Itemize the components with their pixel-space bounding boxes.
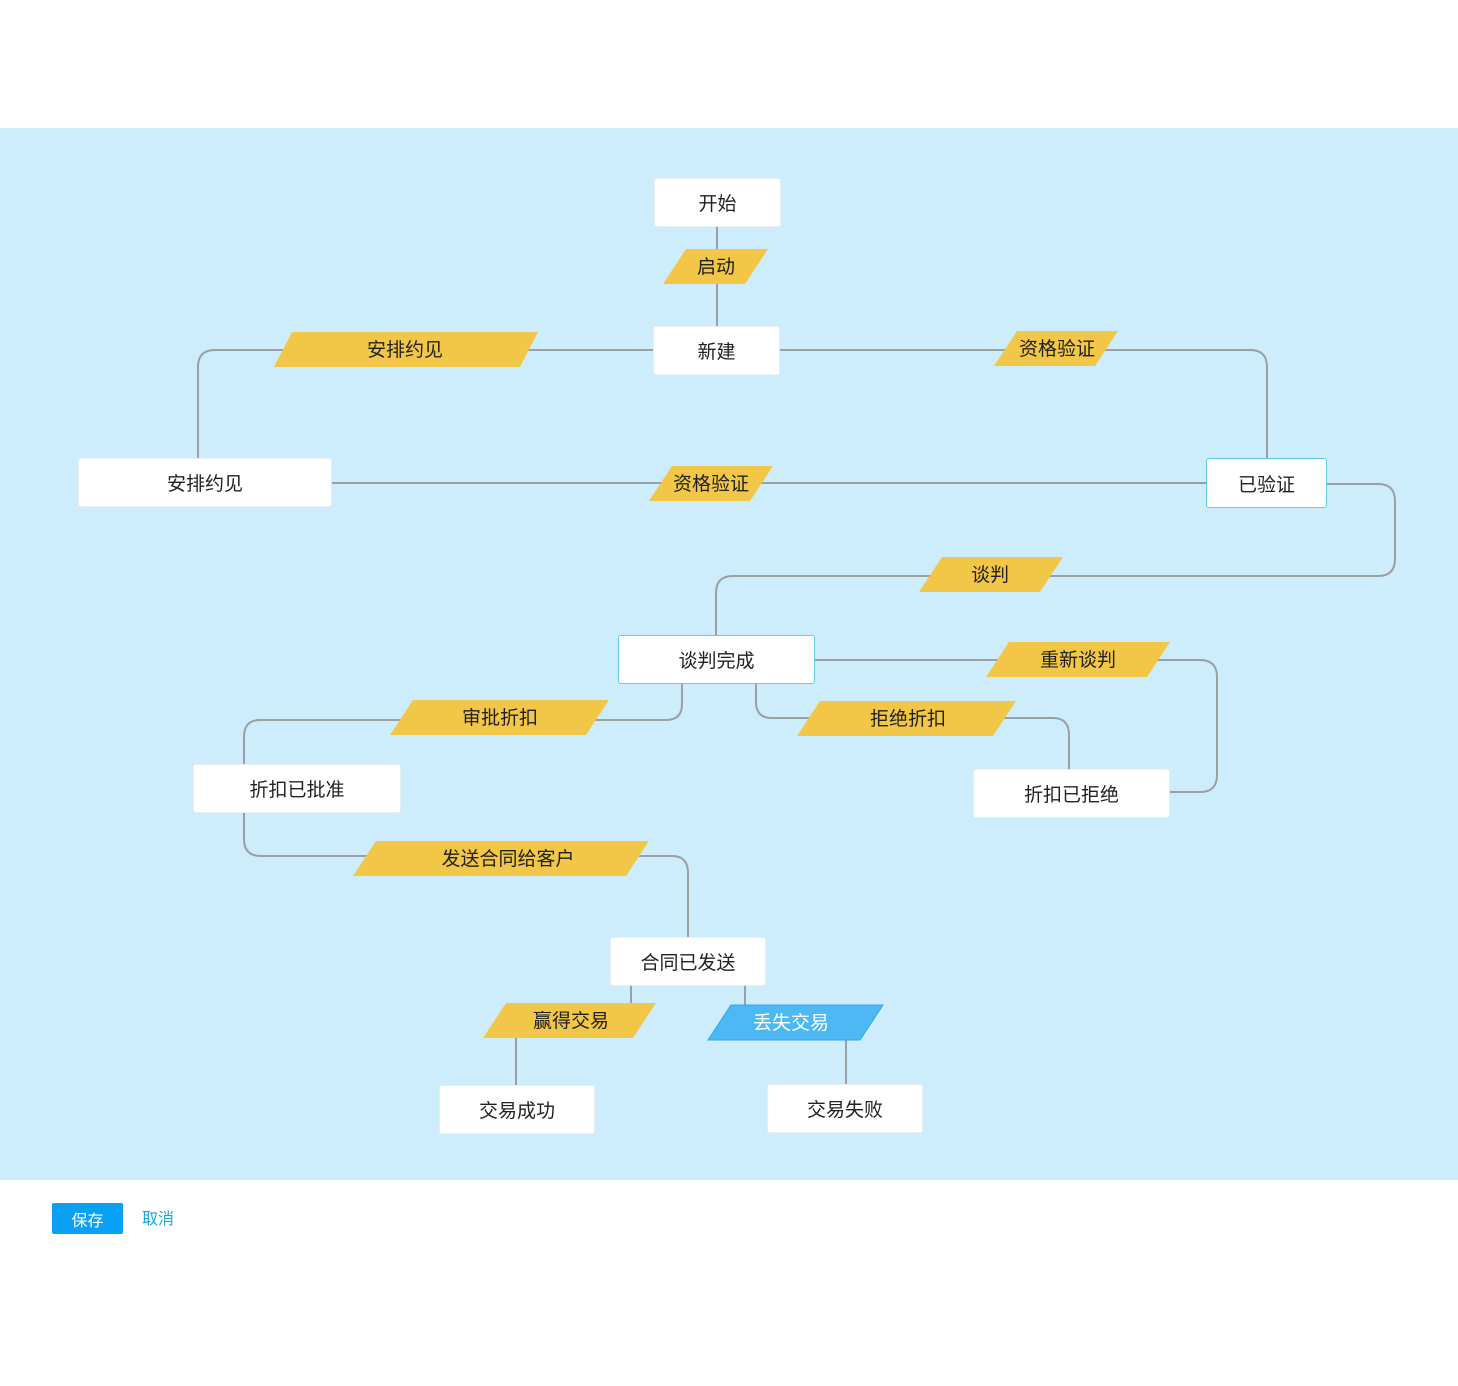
save-button[interactable]: 保存 — [52, 1203, 123, 1234]
transition-launch[interactable]: 启动 — [663, 249, 768, 284]
state-negotiated[interactable]: 谈判完成 — [618, 635, 815, 684]
state-discount-rejected[interactable]: 折扣已拒绝 — [973, 769, 1170, 818]
transition-label: 赢得交易 — [533, 1010, 609, 1032]
transition-win-deal[interactable]: 赢得交易 — [483, 1003, 656, 1038]
transition-approve-discount[interactable]: 审批折扣 — [390, 700, 609, 735]
transition-renegotiate[interactable]: 重新谈判 — [986, 642, 1170, 677]
transition-reject-discount[interactable]: 拒绝折扣 — [797, 701, 1016, 736]
transition-label: 启动 — [697, 256, 735, 278]
transition-label: 发送合同给客户 — [441, 848, 574, 870]
transition-label: 丢失交易 — [753, 1012, 829, 1034]
edge — [815, 659, 1218, 793]
state-appointment[interactable]: 安排约见 — [78, 458, 332, 507]
transition-label: 安排约见 — [367, 339, 443, 361]
state-new[interactable]: 新建 — [653, 326, 780, 375]
state-discount-approved[interactable]: 折扣已批准 — [193, 764, 401, 813]
transition-lose-deal[interactable]: 丢失交易 — [707, 1004, 884, 1041]
edge — [715, 483, 1396, 635]
cancel-button[interactable]: 取消 — [142, 1209, 175, 1228]
state-deal-won[interactable]: 交易成功 — [439, 1085, 595, 1134]
state-start[interactable]: 开始 — [654, 178, 781, 227]
transition-negotiate[interactable]: 谈判 — [919, 557, 1063, 592]
state-contract-sent[interactable]: 合同已发送 — [610, 937, 766, 986]
transition-label: 资格验证 — [673, 473, 749, 495]
transition-label: 重新谈判 — [1040, 649, 1116, 671]
state-verified[interactable]: 已验证 — [1206, 458, 1327, 508]
transition-label: 审批折扣 — [462, 707, 538, 729]
edge — [780, 349, 1268, 458]
state-deal-lost[interactable]: 交易失败 — [767, 1084, 923, 1133]
transition-qualify-top[interactable]: 资格验证 — [994, 331, 1118, 366]
transition-label: 谈判 — [971, 564, 1009, 586]
transition-schedule-appointment[interactable]: 安排约见 — [274, 332, 538, 367]
transition-label: 拒绝折扣 — [870, 708, 946, 730]
transition-send-contract[interactable]: 发送合同给客户 — [353, 841, 649, 876]
transition-qualify-mid[interactable]: 资格验证 — [649, 466, 773, 501]
workflow-edges: 启动 安排约见 资格验证 资格验证 谈判 重新谈判 审批折扣 拒绝折扣 发送合同… — [197, 227, 1396, 1085]
edge — [197, 349, 653, 458]
transition-label: 资格验证 — [1019, 338, 1095, 360]
